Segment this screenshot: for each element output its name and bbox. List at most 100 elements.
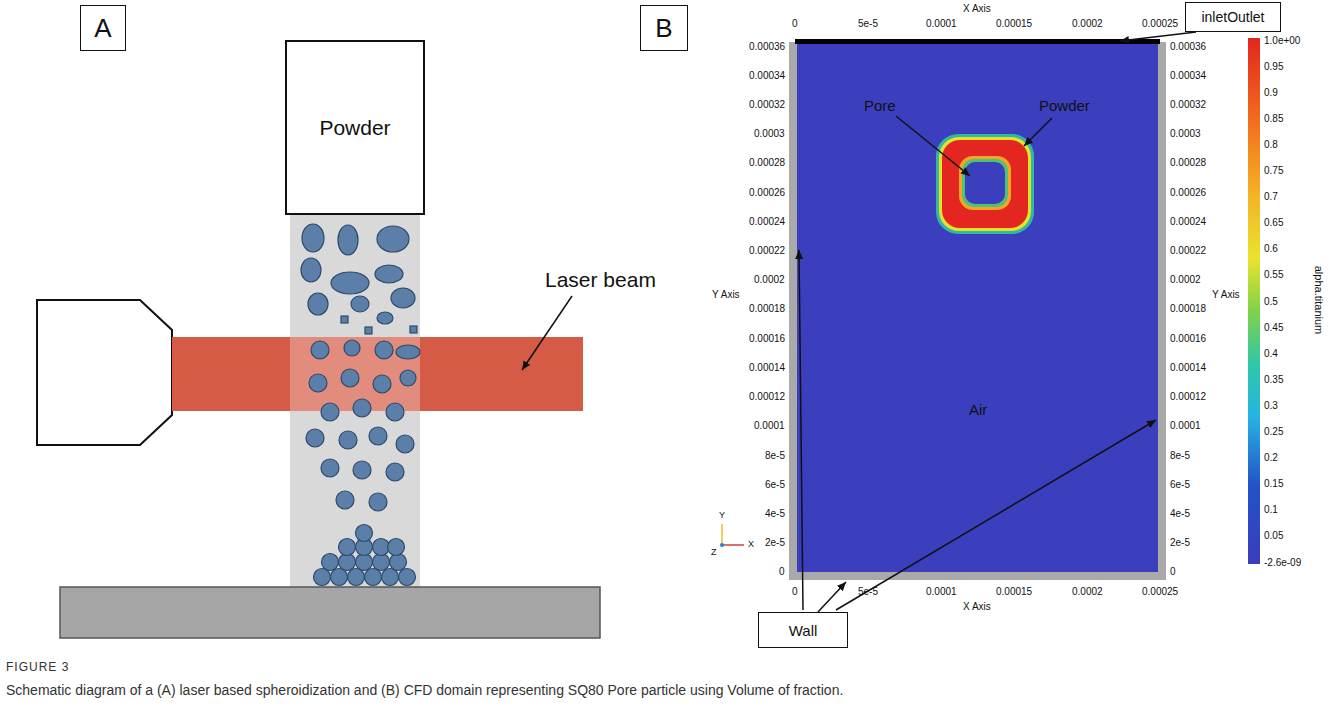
part-label: Powder bbox=[1039, 98, 1090, 115]
powder-particle bbox=[386, 463, 404, 481]
axis-triad-label: Y bbox=[719, 511, 725, 521]
powder-column bbox=[290, 215, 420, 587]
colorbar-tick: 0.55 bbox=[1264, 269, 1283, 280]
tick-label: 0.00024 bbox=[749, 216, 785, 227]
powder-particle bbox=[321, 459, 339, 477]
laser-head bbox=[37, 300, 172, 445]
tick-label: 5e-5 bbox=[858, 18, 878, 29]
tick-label: 0.00034 bbox=[749, 70, 785, 81]
tick-label: 8e-5 bbox=[765, 450, 785, 461]
powder-particle bbox=[353, 399, 371, 417]
pore-rim bbox=[959, 156, 1011, 210]
tick-label: 0.00032 bbox=[749, 99, 785, 110]
powder-particle bbox=[309, 374, 327, 392]
leader-line bbox=[836, 420, 1156, 610]
leader-line bbox=[818, 582, 846, 612]
colorbar-tick: 0.1 bbox=[1264, 504, 1278, 515]
powder-particle bbox=[338, 225, 358, 255]
tick-label: 0.00018 bbox=[1170, 303, 1206, 314]
colorbar-tick: 0.9 bbox=[1264, 87, 1278, 98]
tick-label: 0.00026 bbox=[749, 187, 785, 198]
tick-label: 0.0001 bbox=[926, 18, 957, 29]
box-text: Wall bbox=[789, 622, 818, 639]
tick-label: 0.0001 bbox=[754, 420, 785, 431]
tick-label: 0 bbox=[792, 586, 798, 597]
powder-particle bbox=[308, 293, 328, 315]
particle-rim bbox=[936, 134, 1034, 234]
wall-bottom bbox=[789, 572, 1166, 580]
part-label: Air bbox=[969, 402, 987, 419]
powder-particles bbox=[301, 224, 420, 586]
powder-particle bbox=[336, 491, 354, 509]
powder-particle bbox=[341, 369, 359, 387]
tick-label: 0.00032 bbox=[1170, 99, 1206, 110]
panel-a bbox=[37, 215, 600, 638]
tick-label: 0.00028 bbox=[749, 157, 785, 168]
tick-label: 0.00034 bbox=[1170, 70, 1206, 81]
panel-label: B bbox=[640, 5, 688, 51]
figure-title: FIGURE 3 bbox=[6, 660, 69, 674]
tick-label: 0 bbox=[1170, 566, 1176, 577]
tick-label: 0.0001 bbox=[1170, 420, 1201, 431]
substrate bbox=[60, 587, 600, 638]
axis-triad-label: Z bbox=[711, 548, 717, 558]
powder-particle bbox=[306, 429, 324, 447]
box-text: inletOutlet bbox=[1201, 9, 1264, 25]
beam-overlap bbox=[290, 337, 420, 411]
powder-particle bbox=[375, 265, 403, 283]
colorbar-tick: 0.85 bbox=[1264, 113, 1283, 124]
tick-label: 0.00012 bbox=[1170, 391, 1206, 402]
leader-line bbox=[896, 116, 970, 176]
laser-beam bbox=[172, 337, 583, 411]
powder-particle bbox=[399, 569, 416, 586]
tick-label: 0.00014 bbox=[749, 362, 785, 373]
tick-label: 0.00015 bbox=[996, 18, 1032, 29]
tick-label: 2e-5 bbox=[765, 537, 785, 548]
callout-box: inletOutlet bbox=[1185, 2, 1281, 32]
part-label: Pore bbox=[864, 98, 896, 115]
colorbar bbox=[1248, 38, 1260, 564]
powder-particle bbox=[396, 345, 420, 359]
tick-label: 0.0002 bbox=[1170, 274, 1201, 285]
powder-hopper: Powder bbox=[285, 40, 425, 215]
tick-label: 4e-5 bbox=[1170, 508, 1190, 519]
powder-particle bbox=[301, 258, 321, 282]
colorbar-tick: 0.45 bbox=[1264, 322, 1283, 333]
tick-label: 0.0001 bbox=[926, 586, 957, 597]
powder-particle bbox=[314, 569, 331, 586]
colorbar-tick: 0.2 bbox=[1264, 452, 1278, 463]
tick-label: 0.00016 bbox=[1170, 333, 1206, 344]
tick-label: 4e-5 bbox=[765, 508, 785, 519]
air-domain bbox=[797, 44, 1158, 572]
part-label: Laser beam bbox=[545, 268, 656, 291]
pore bbox=[965, 162, 1005, 204]
tick-label: 0.00036 bbox=[749, 41, 785, 52]
colorbar-title: alpha.titanium bbox=[1313, 266, 1325, 335]
powder-particle bbox=[410, 326, 417, 333]
tick-label: 0 bbox=[792, 18, 798, 29]
tick-label: 0.0003 bbox=[754, 128, 785, 139]
powder-particle bbox=[369, 493, 387, 511]
box-text: Powder bbox=[319, 116, 390, 140]
leader-line bbox=[1120, 32, 1196, 41]
colorbar-tick: -2.6e-09 bbox=[1264, 557, 1301, 568]
tick-label: 0.00025 bbox=[1142, 18, 1178, 29]
tick-label: 6e-5 bbox=[765, 479, 785, 490]
powder-particle bbox=[391, 288, 415, 308]
powder-particle bbox=[396, 435, 414, 453]
colorbar-tick: 0.35 bbox=[1264, 374, 1283, 385]
axis-triad bbox=[720, 524, 744, 547]
tick-label: 0.0002 bbox=[1072, 586, 1103, 597]
wall-right bbox=[1158, 42, 1166, 580]
tick-label: 8e-5 bbox=[1170, 450, 1190, 461]
tick-label: 0.00024 bbox=[1170, 216, 1206, 227]
colorbar-tick: 0.6 bbox=[1264, 243, 1278, 254]
colorbar-tick: 0.5 bbox=[1264, 296, 1278, 307]
powder-particle bbox=[331, 272, 369, 294]
powder-particle bbox=[321, 403, 339, 421]
axis-title: Y Axis bbox=[712, 289, 740, 300]
powder-particle bbox=[373, 375, 391, 393]
figure-caption: Schematic diagram of a (A) laser based s… bbox=[6, 682, 1306, 698]
powder-particle bbox=[377, 226, 409, 252]
